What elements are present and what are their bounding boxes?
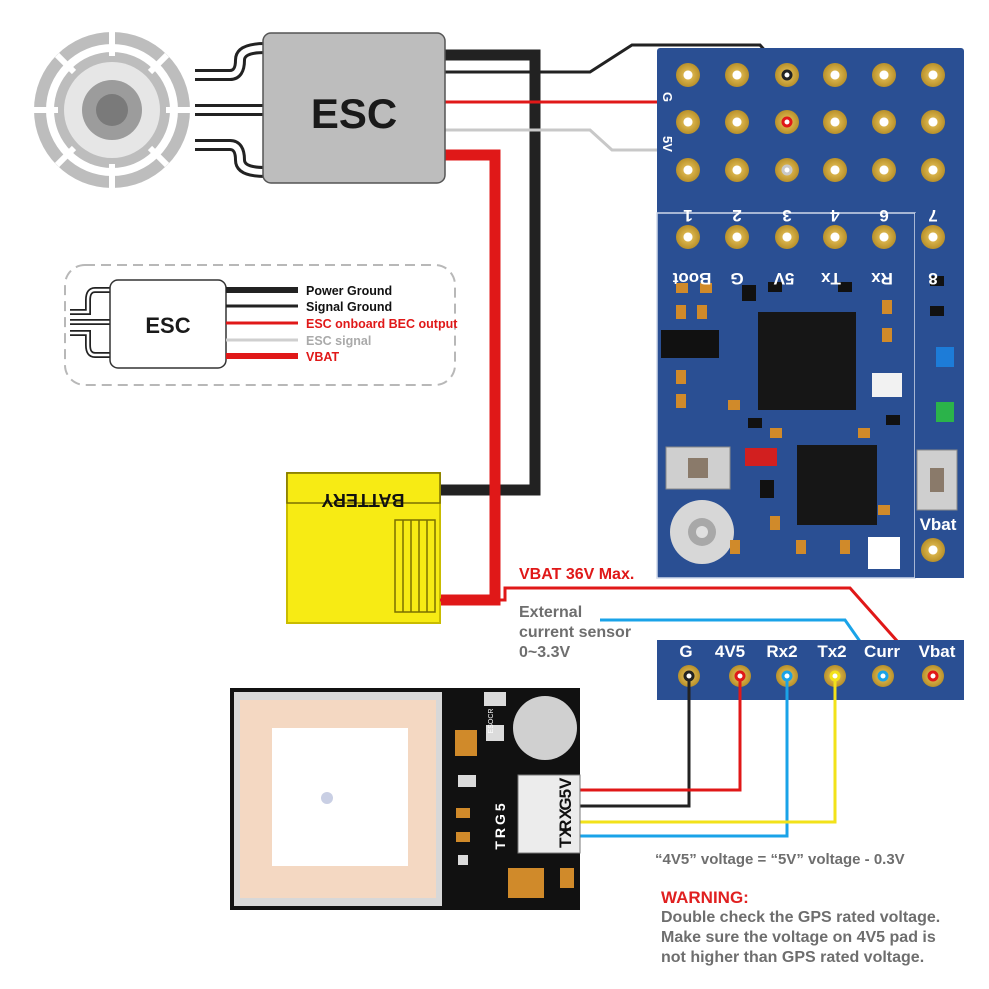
- pad-label-3: 3: [782, 206, 791, 225]
- motor-icon: [34, 32, 190, 188]
- esc-main-label: ESC: [311, 90, 397, 137]
- pad-label-rx: Rx: [871, 269, 893, 288]
- esc-legend: ESC Power Ground Signal Ground ESC onboa…: [64, 264, 458, 386]
- pad-label-6: 6: [879, 206, 888, 225]
- header-label-curr: Curr: [864, 642, 900, 661]
- warning-line-3: not higher than GPS rated voltage.: [661, 949, 925, 966]
- gps-conn-5v: 5V: [556, 777, 575, 798]
- header-label-rx2: Rx2: [766, 642, 797, 661]
- formula-note: “4V5” voltage = “5V” voltage - 0.3V: [655, 851, 905, 868]
- side-label-5v: 5V: [660, 136, 675, 152]
- warning-title: WARNING:: [661, 888, 749, 907]
- external-sensor-annotation: External current sensor 0~3.3V: [519, 603, 631, 663]
- header-label-vbat: Vbat: [919, 642, 956, 661]
- battery: BATTERY: [286, 472, 441, 624]
- header-label-g: G: [679, 642, 692, 661]
- header-label-4v5: 4V5: [715, 642, 745, 661]
- gps-module: TRG5 ESOCR 5V G RX TX: [230, 688, 581, 910]
- external-sensor-line3: 0~3.3V: [519, 644, 571, 661]
- battery-label: BATTERY: [322, 490, 405, 510]
- side-label-g: G: [660, 92, 675, 102]
- gps-conn-rx: RX: [556, 808, 575, 832]
- esc-main: ESC: [262, 32, 446, 184]
- vbat-wire: [440, 586, 932, 679]
- gps-chip-label: TRG5: [492, 800, 508, 849]
- warning-line-1: Double check the GPS rated voltage.: [661, 909, 941, 926]
- pad-label-boot: Boot: [672, 269, 711, 288]
- pad-label-5v: 5V: [773, 269, 794, 288]
- pad-label-4: 4: [830, 206, 840, 225]
- gps-wires: [580, 676, 837, 838]
- external-sensor-line1: External: [519, 604, 583, 621]
- warning-line-2: Make sure the voltage on 4V5 pad is: [661, 929, 936, 946]
- legend-bec-output: ESC onboard BEC output: [306, 317, 458, 331]
- legend-vbat: VBAT: [306, 350, 339, 364]
- legend-signal-ground: Signal Ground: [306, 300, 392, 314]
- pad-label-1: 1: [683, 206, 692, 225]
- pad-label-tx: Tx: [821, 269, 841, 288]
- bottom-header: G 4V5 Rx2 Tx2 Curr Vbat: [657, 640, 964, 700]
- external-sensor-line2: current sensor: [519, 624, 632, 641]
- legend-esc-signal: ESC signal: [306, 334, 371, 348]
- gps-conn-g: G: [556, 797, 575, 810]
- pad-label-g: G: [730, 269, 743, 288]
- warning-box: WARNING: Double check the GPS rated volt…: [661, 888, 940, 968]
- esc-legend-label: ESC: [145, 313, 190, 338]
- pad-label-2: 2: [732, 206, 741, 225]
- vbat-max-annotation: VBAT 36V Max.: [519, 566, 635, 583]
- vbat-pad-label: Vbat: [920, 515, 957, 534]
- gps-conn-tx: TX: [556, 825, 575, 847]
- legend-power-ground: Power Ground: [306, 284, 392, 298]
- gps-small-code: ESOCR: [488, 709, 495, 734]
- pad-label-8: 8: [928, 269, 937, 288]
- header-label-tx2: Tx2: [817, 642, 846, 661]
- fc-board: 1 2 3 4 6 7 Boot G 5V Tx Rx 8 G 5V Vbat: [656, 48, 964, 579]
- pad-label-7: 7: [928, 206, 937, 225]
